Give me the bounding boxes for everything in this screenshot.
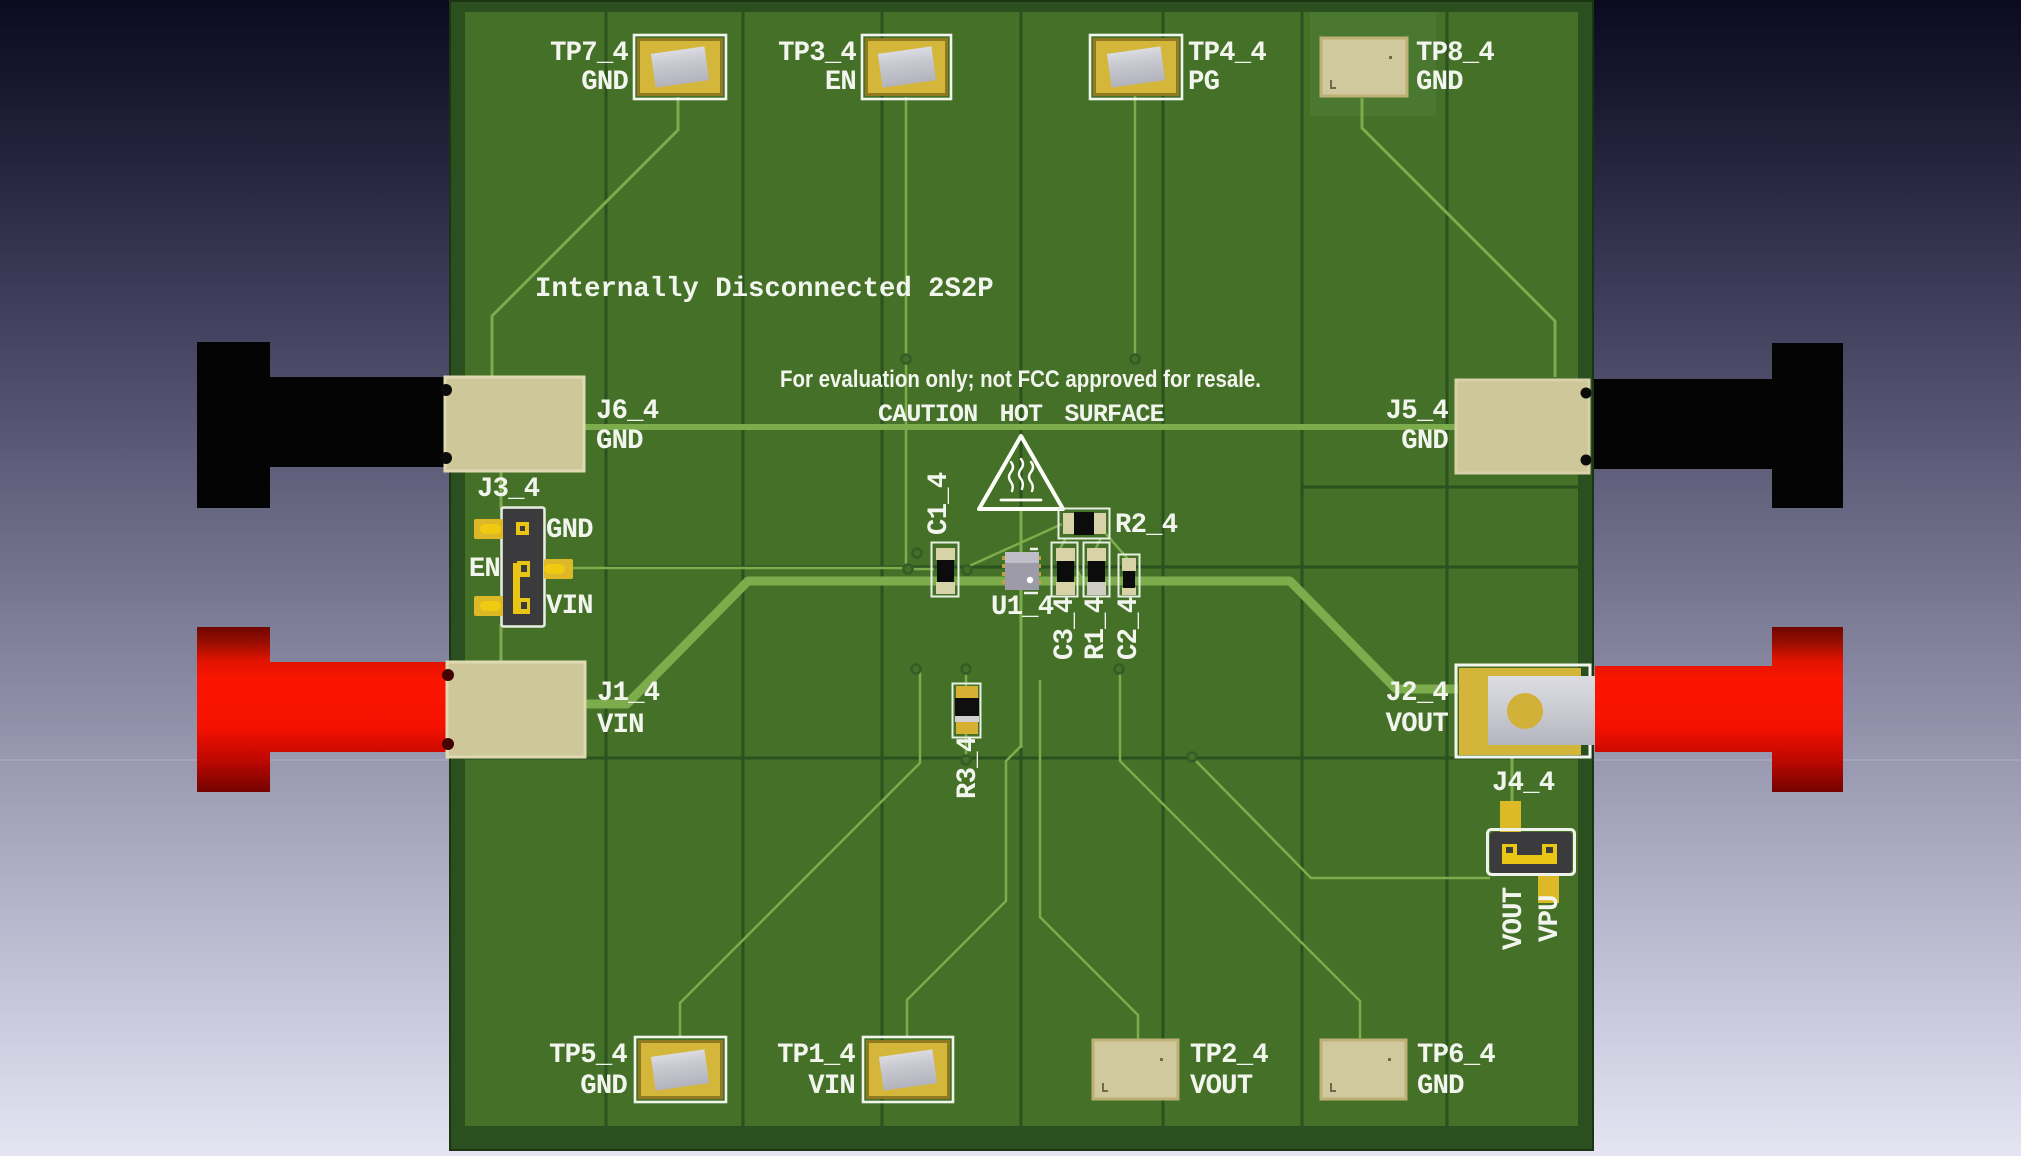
svg-text:TP8_4: TP8_4 xyxy=(1416,38,1494,69)
svg-text:TP4_4: TP4_4 xyxy=(1188,38,1266,69)
svg-text:VOUT: VOUT xyxy=(1386,709,1449,740)
svg-text:VPU: VPU xyxy=(1535,895,1566,942)
svg-text:J2_4: J2_4 xyxy=(1386,678,1449,709)
svg-text:J1_4: J1_4 xyxy=(597,678,660,709)
svg-text:J4_4: J4_4 xyxy=(1492,768,1555,799)
svg-text:VIN: VIN xyxy=(808,1071,855,1102)
svg-text:R1_4: R1_4 xyxy=(1081,597,1112,660)
svg-text:GND: GND xyxy=(1416,67,1463,98)
svg-text:J5_4: J5_4 xyxy=(1386,396,1449,427)
svg-text:TP1_4: TP1_4 xyxy=(777,1040,855,1071)
svg-text:C2_4: C2_4 xyxy=(1114,597,1145,660)
svg-text:For evaluation only; not FCC a: For evaluation only; not FCC approved fo… xyxy=(780,366,1261,393)
svg-text:CAUTION HOT SURFACE: CAUTION HOT SURFACE xyxy=(878,400,1164,429)
svg-text:VOUT: VOUT xyxy=(1499,887,1530,950)
svg-text:R2_4: R2_4 xyxy=(1115,510,1178,541)
svg-text:GND: GND xyxy=(596,426,643,457)
svg-text:C3_4: C3_4 xyxy=(1050,597,1081,660)
svg-text:TP2_4: TP2_4 xyxy=(1190,1040,1268,1071)
svg-text:GND: GND xyxy=(1417,1071,1464,1102)
svg-text:Internally Disconnected 2S2P: Internally Disconnected 2S2P xyxy=(535,274,994,305)
svg-text:VIN: VIN xyxy=(546,591,593,622)
svg-text:TP6_4: TP6_4 xyxy=(1417,1040,1495,1071)
svg-text:EN: EN xyxy=(825,67,856,98)
svg-text:GND: GND xyxy=(546,515,593,546)
svg-text:GND: GND xyxy=(581,67,628,98)
svg-text:J3_4: J3_4 xyxy=(477,474,540,505)
svg-text:PG: PG xyxy=(1188,67,1220,98)
svg-text:C1_4: C1_4 xyxy=(924,472,955,535)
svg-text:GND: GND xyxy=(580,1071,627,1102)
svg-text:GND: GND xyxy=(1401,426,1448,457)
svg-text:VOUT: VOUT xyxy=(1190,1071,1253,1102)
svg-text:J6_4: J6_4 xyxy=(596,396,659,427)
svg-text:U1_4: U1_4 xyxy=(991,592,1054,623)
svg-text:VIN: VIN xyxy=(597,710,644,741)
svg-text:TP3_4: TP3_4 xyxy=(778,38,856,69)
svg-text:TP5_4: TP5_4 xyxy=(549,1040,627,1071)
svg-text:TP7_4: TP7_4 xyxy=(550,38,628,69)
svg-text:EN: EN xyxy=(469,554,500,585)
svg-text:R3_4: R3_4 xyxy=(953,736,984,799)
